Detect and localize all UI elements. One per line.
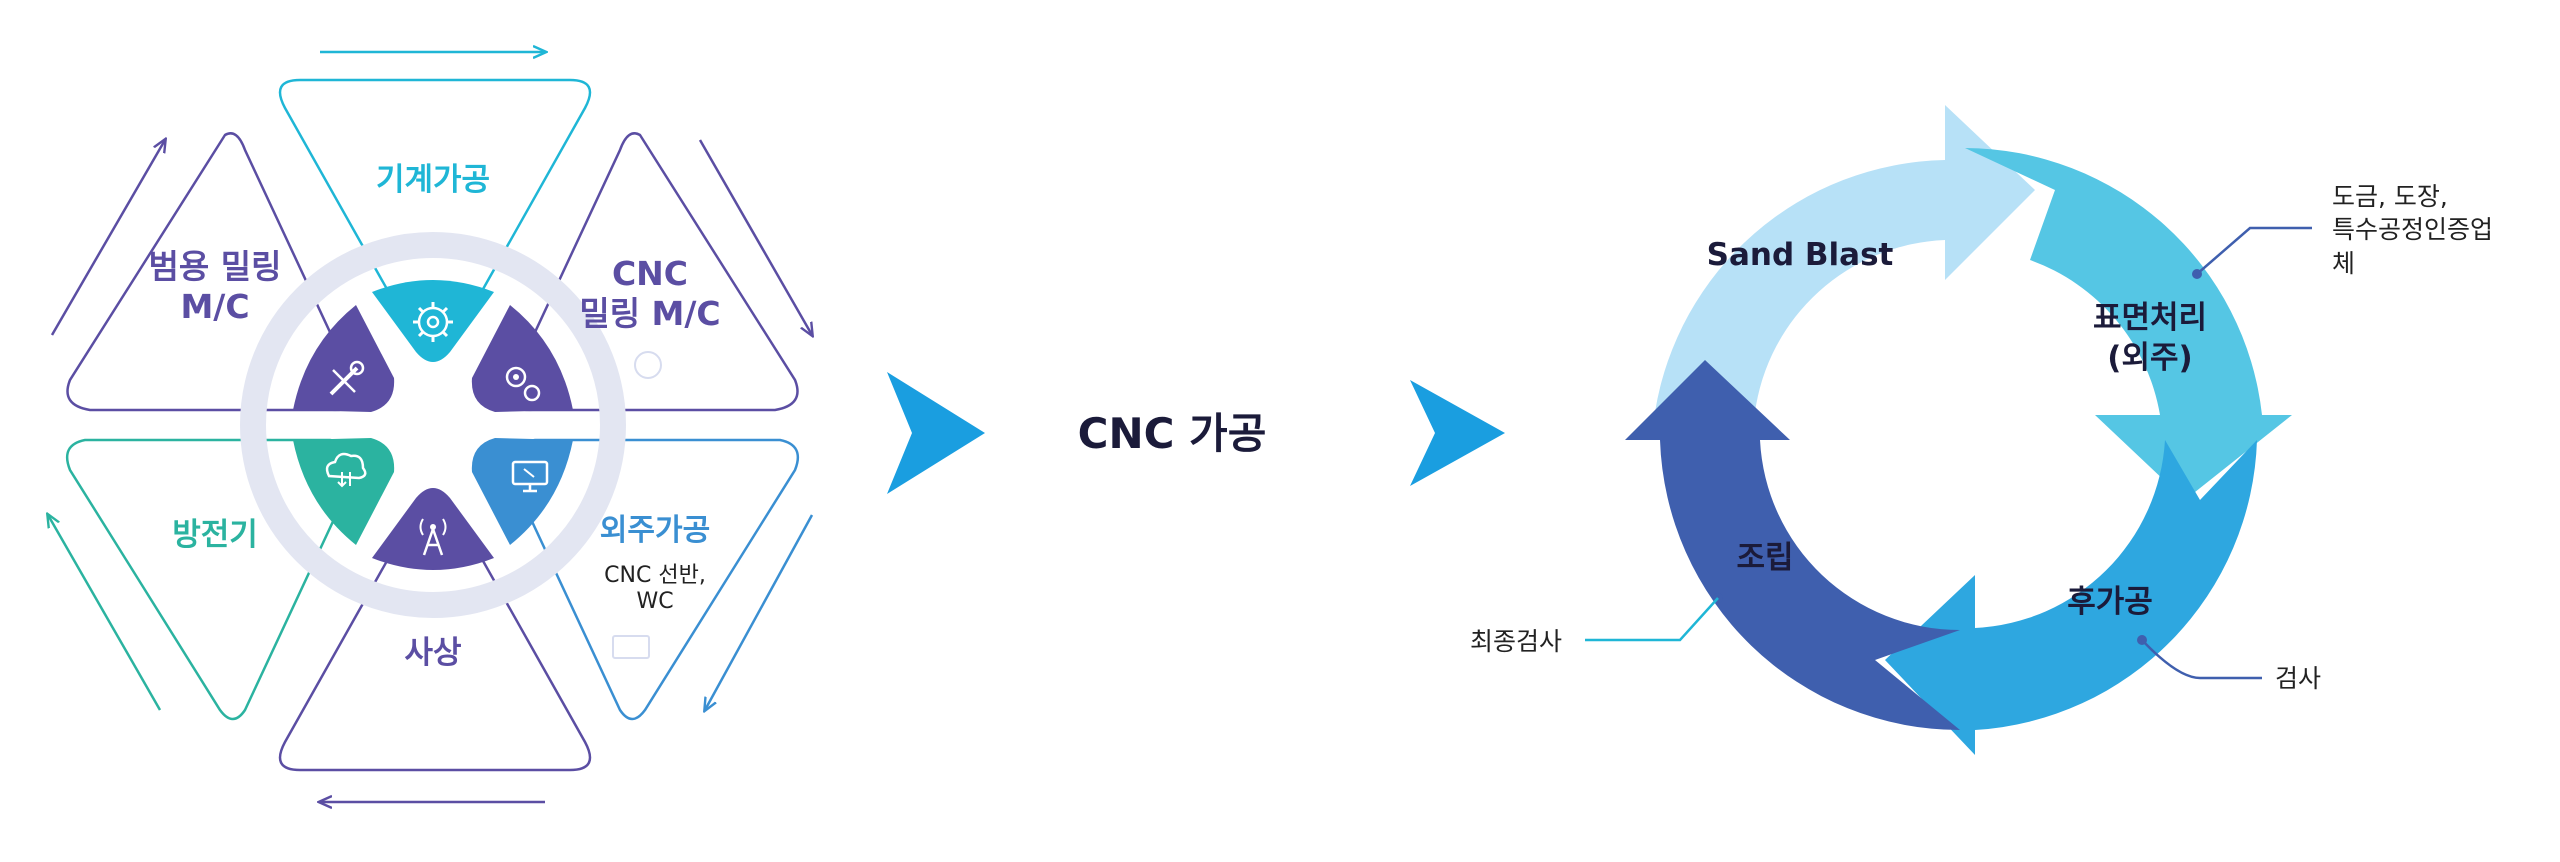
wedge-general-milling xyxy=(293,305,395,412)
cycle-segment-surface-treatment xyxy=(1965,148,2292,500)
label-general-milling-line1: 범용 밀링 xyxy=(149,247,282,286)
label-edm: 방전기 xyxy=(172,517,258,553)
callout-assembly-text: 최종검사 xyxy=(1470,627,1562,656)
label-machining: 기계가공 xyxy=(376,162,490,198)
antenna-icon xyxy=(419,518,447,556)
label-surface-line2: (외주) xyxy=(2107,340,2192,376)
faint-gear-icon xyxy=(634,351,662,379)
label-cnc-line2: 밀링 M/C xyxy=(579,294,720,333)
callout-post: 검사 xyxy=(2137,635,2321,693)
middle-flow: CNC 가공 xyxy=(887,372,1505,494)
flow-arrow-upper-right xyxy=(698,139,812,335)
faint-monitor-icon xyxy=(612,635,650,659)
label-finishing: 사상 xyxy=(404,635,461,671)
cycle-segment-post-processing xyxy=(1885,440,2257,755)
center-ring xyxy=(240,232,626,618)
cycle-segment-assembly xyxy=(1625,360,1960,731)
flow-arrow-upper-left xyxy=(50,140,165,336)
flow-arrow-lower-right xyxy=(705,514,814,710)
right-process-cycle: Sand Blast 표면처리 (외주) 후가공 조립 도금, 도장, 특수공정… xyxy=(1470,105,2493,755)
label-outsourcing: 외주가공 xyxy=(600,513,710,548)
callout-surface-line2: 특수공정인증업 xyxy=(2332,215,2493,244)
label-post-processing: 후가공 xyxy=(2067,584,2153,620)
cnc-machining-label: CNC 가공 xyxy=(1078,409,1267,458)
label-assembly: 조립 xyxy=(1736,540,1793,576)
label-general-milling-line2: M/C xyxy=(180,287,249,326)
left-process-cycle: 기계가공 CNC 밀링 M/C 외주가공 CNC 선반, WC 사상 방전기 범… xyxy=(48,52,812,802)
wedge-outsourcing xyxy=(471,438,573,545)
label-sand-blast: Sand Blast xyxy=(1707,237,1894,273)
tools-icon xyxy=(329,360,365,396)
gear-icon xyxy=(413,302,453,342)
chevron-arrow-right xyxy=(1410,380,1505,486)
callout-surface-line3: 체 xyxy=(2332,249,2355,278)
flow-arrow-lower-left xyxy=(48,515,162,711)
gears-icon xyxy=(505,366,541,402)
callout-post-text: 검사 xyxy=(2275,664,2321,693)
callout-surface-line1: 도금, 도장, xyxy=(2332,182,2448,211)
cycle-segment-sand-blast xyxy=(1655,105,2035,412)
monitor-icon xyxy=(511,460,549,493)
cloud-icon xyxy=(325,452,367,488)
callout-assembly: 최종검사 xyxy=(1470,593,1723,656)
label-outsourcing-sub2: WC xyxy=(636,589,673,614)
chevron-arrow-left xyxy=(887,372,985,494)
callout-surface: 도금, 도장, 특수공정인증업 체 xyxy=(2192,182,2493,279)
label-cnc-line1: CNC xyxy=(612,254,688,293)
label-outsourcing-sub1: CNC 선반, xyxy=(604,563,706,588)
wedge-cnc xyxy=(471,305,573,412)
wedge-edm xyxy=(293,438,395,545)
wedge-machining xyxy=(372,280,494,362)
label-surface-line1: 표면처리 xyxy=(2093,300,2207,336)
